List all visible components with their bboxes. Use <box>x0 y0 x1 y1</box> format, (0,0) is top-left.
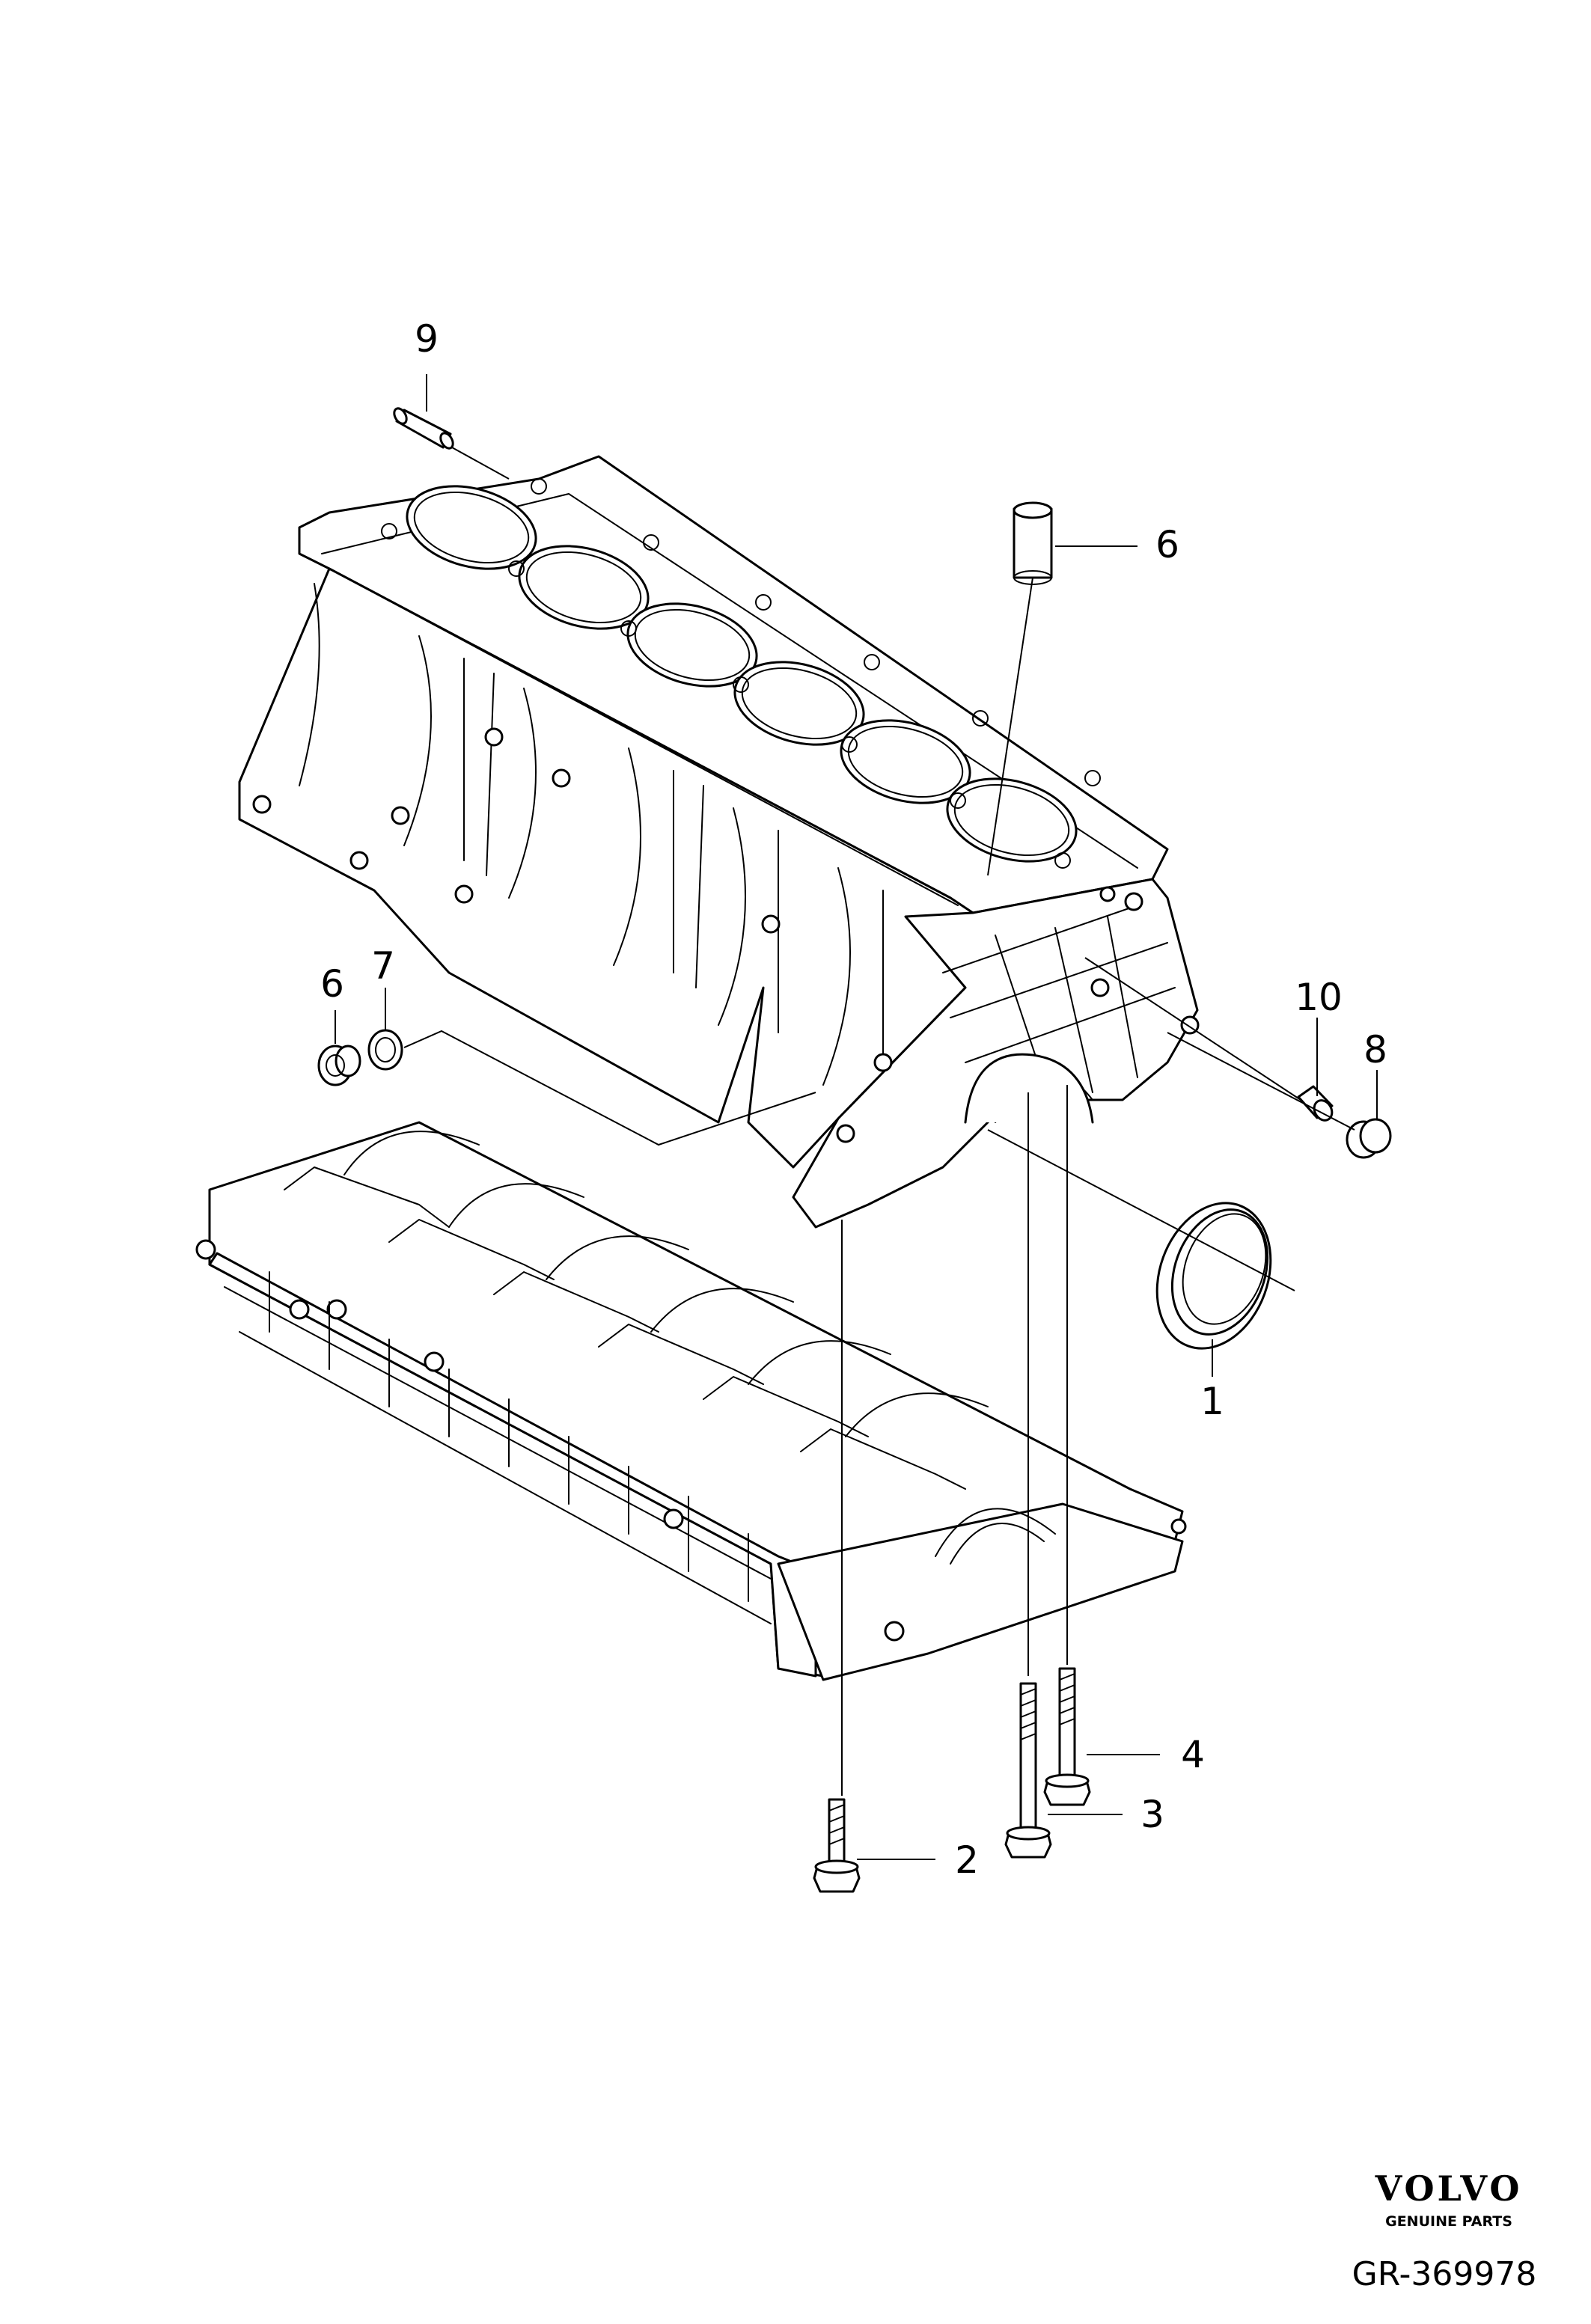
genuine-parts-label: GENUINE PARTS <box>1385 2213 1512 2230</box>
rear-main-seal-1 <box>1155 1202 1272 1350</box>
plug-6-left <box>317 1045 361 1086</box>
seal-washer-7 <box>367 1029 403 1071</box>
callout-10: 10 <box>1295 976 1343 1019</box>
leader-lines <box>335 374 1378 1860</box>
callout-4: 4 <box>1181 1733 1205 1776</box>
bolt-2 <box>813 1798 861 1893</box>
callout-2: 2 <box>955 1838 979 1882</box>
bolt-4 <box>1043 1667 1091 1806</box>
volvo-logo: VOLVO <box>1375 2168 1523 2209</box>
bolt-3 <box>1004 1682 1052 1859</box>
cylinder-block <box>238 455 1200 1229</box>
callout-9: 9 <box>415 317 439 361</box>
bedplate <box>195 1121 1187 1681</box>
callout-7: 7 <box>371 944 395 988</box>
callout-3: 3 <box>1140 1793 1164 1836</box>
core-plug-8 <box>1346 1118 1392 1159</box>
diagram-reference-number: GR-369978 <box>1352 2255 1537 2293</box>
callout-1: 1 <box>1200 1380 1224 1423</box>
callout-6-top: 6 <box>1155 523 1179 566</box>
dowel-sleeve-6-top <box>1013 501 1053 585</box>
dowel-pin-9 <box>393 407 454 450</box>
callout-6-left: 6 <box>320 962 344 1006</box>
callout-8: 8 <box>1364 1028 1387 1071</box>
